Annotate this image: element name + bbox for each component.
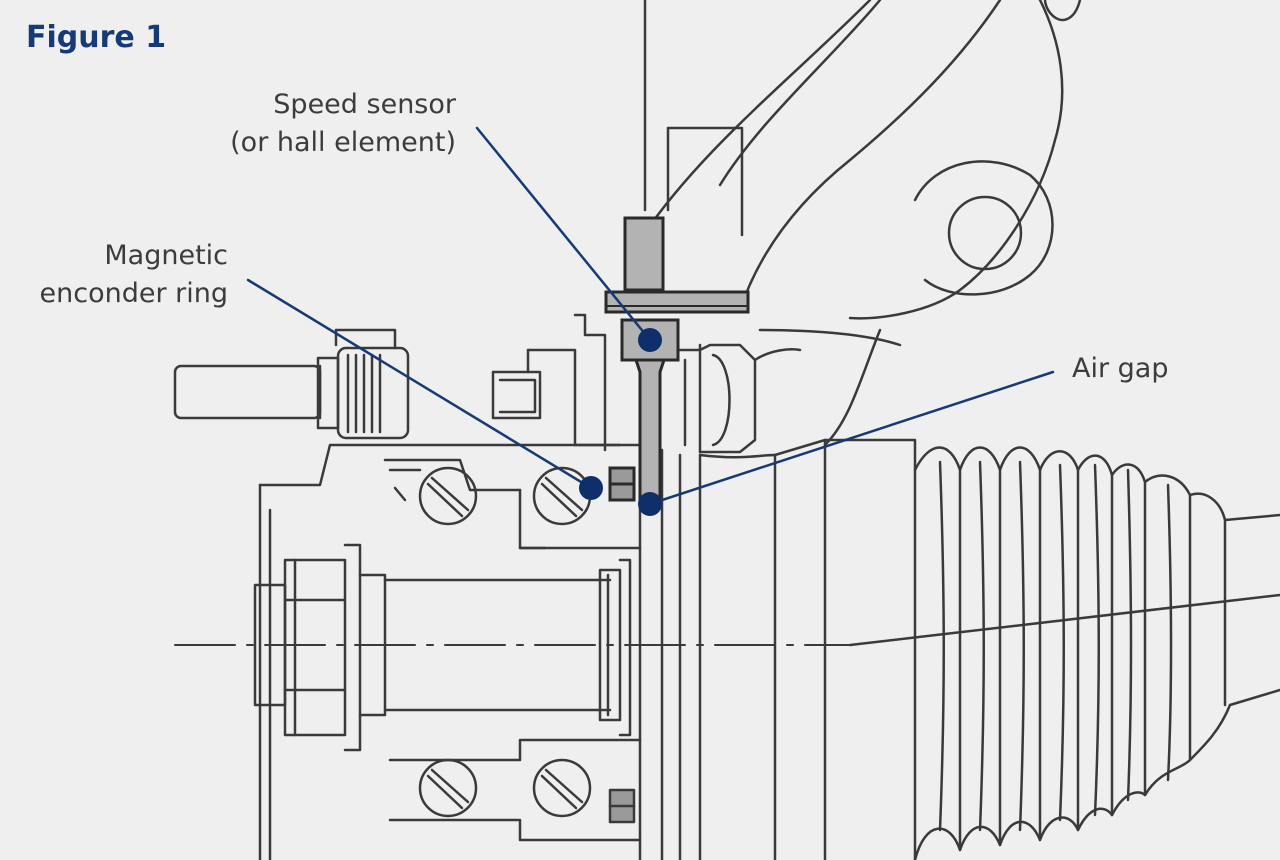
lower-encoder-ring	[608, 788, 636, 824]
knuckle-bore	[491, 313, 757, 454]
magnetic-ring-dot	[579, 476, 603, 500]
speed-sensor-label-line1: Speed sensor	[273, 89, 456, 120]
magnetic-ring-label: Magnetic enconder ring	[40, 237, 229, 313]
speed-sensor-leader	[475, 126, 652, 342]
air-gap-label: Air gap	[1072, 350, 1168, 388]
magnetic-ring-label-line1: Magnetic	[104, 240, 228, 271]
speed-sensor-dot	[638, 328, 662, 352]
axle-nut	[253, 543, 632, 752]
magnetic-ring-leader	[246, 278, 593, 490]
lower-bearing	[388, 738, 642, 842]
speed-sensor-label: Speed sensor (or hall element)	[230, 86, 456, 162]
upper-bearing	[388, 466, 592, 526]
cv-boot	[848, 446, 1280, 860]
speed-sensor-label-line2: (or hall element)	[230, 127, 456, 158]
magnetic-ring-label-line2: enconder ring	[39, 278, 229, 309]
steering-knuckle	[638, 0, 1082, 447]
wheel-stud	[173, 328, 410, 440]
cv-joint-housing	[638, 438, 917, 860]
air-gap-label-line1: Air gap	[1072, 353, 1169, 384]
magnetic-encoder-ring	[608, 466, 636, 502]
speed-sensor	[604, 216, 750, 502]
air-gap-dot	[638, 492, 662, 516]
air-gap-leader	[648, 370, 1055, 506]
figure-title: Figure 1	[26, 20, 167, 55]
